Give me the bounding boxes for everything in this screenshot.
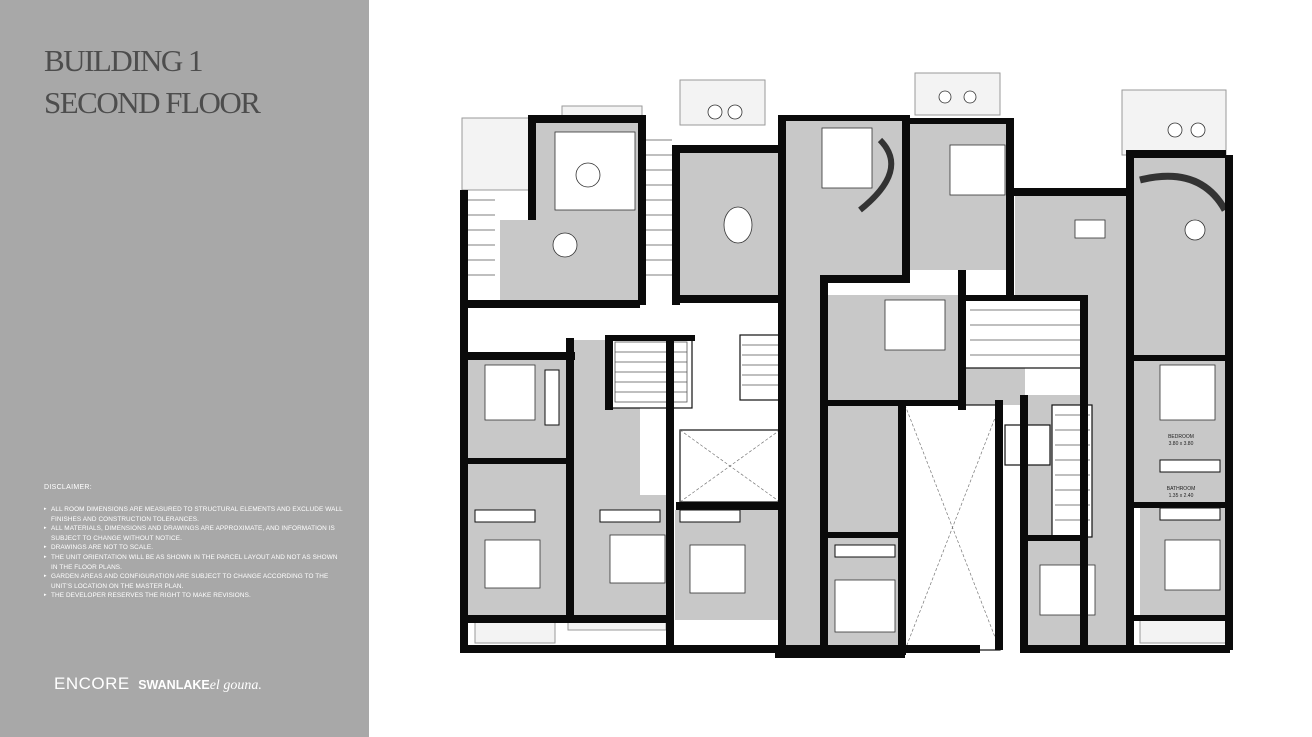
disclaimer-list: ALL ROOM DIMENSIONS ARE MEASURED TO STRU… bbox=[44, 505, 344, 601]
title-line-2: SECOND FLOOR bbox=[44, 85, 261, 120]
brand-encore: ENCORE bbox=[54, 674, 130, 693]
bedroom-label: BEDROOM bbox=[1168, 434, 1194, 440]
title-line-1: BUILDING 1 bbox=[44, 43, 204, 78]
bedroom-dimension: 3.80 x 3.80 bbox=[1169, 441, 1194, 447]
disclaimer-item: GARDEN AREAS AND CONFIGURATION ARE SUBJE… bbox=[44, 572, 344, 591]
disclaimer-item: DRAWINGS ARE NOT TO SCALE. bbox=[44, 543, 344, 553]
page-title: BUILDING 1 SECOND FLOOR bbox=[44, 40, 261, 124]
bathroom-label: BATHROOM bbox=[1167, 486, 1196, 492]
disclaimer-item: ALL ROOM DIMENSIONS ARE MEASURED TO STRU… bbox=[44, 505, 344, 524]
disclaimer-item: THE UNIT ORIENTATION WILL BE AS SHOWN IN… bbox=[44, 553, 344, 572]
brand-elgouna: el gouna. bbox=[209, 678, 262, 693]
brand-swanlake: SWANLAKE bbox=[138, 678, 210, 692]
brand-logo: ENCORE SWANLAKEel gouna. bbox=[54, 674, 262, 694]
void-markers bbox=[679, 404, 1001, 651]
disclaimer-heading: DISCLAIMER: bbox=[44, 484, 93, 491]
bathroom-dimension: 1.35 x 2.40 bbox=[1169, 493, 1194, 499]
sidebar-panel: BUILDING 1 SECOND FLOOR DISCLAIMER: ALL … bbox=[0, 0, 369, 737]
disclaimer-item: ALL MATERIALS, DIMENSIONS AND DRAWINGS A… bbox=[44, 524, 344, 543]
stairs bbox=[467, 139, 1090, 521]
wardrobes bbox=[474, 369, 1221, 558]
walls bbox=[460, 115, 1233, 658]
floor-plan: BEDROOM 3.80 x 3.80 BATHROOM 1.35 x 2.40 bbox=[460, 72, 1233, 658]
plan-labels: BEDROOM 3.80 x 3.80 BATHROOM 1.35 x 2.40 bbox=[1167, 434, 1196, 499]
disclaimer-item: THE DEVELOPER RESERVES THE RIGHT TO MAKE… bbox=[44, 591, 344, 601]
